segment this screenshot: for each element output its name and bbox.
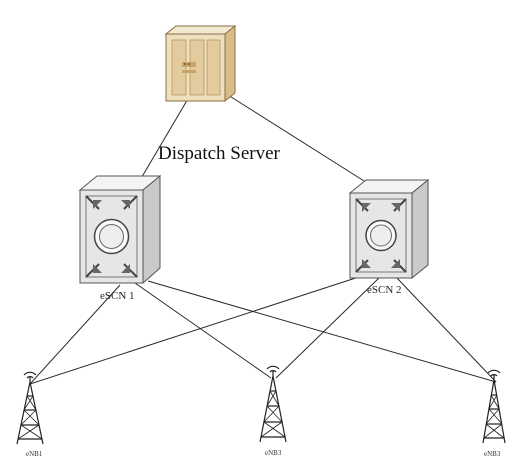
network-switch-icon (348, 178, 430, 280)
link-escn2-enb3a (275, 276, 381, 379)
link-escn1-enb1 (29, 284, 121, 385)
link-escn2-enb3b (395, 276, 497, 383)
escn-2-label: eSCN 2 (367, 284, 402, 296)
cell-tower-icon (259, 365, 287, 443)
enb-tower-2: eNB3 (259, 365, 287, 457)
cell-tower-icon (16, 371, 44, 445)
enb-tower-1-label: eNB1 (26, 450, 43, 458)
enb-tower-3-label: eNB3 (484, 450, 501, 458)
enb-tower-3: eNB3 (482, 369, 506, 458)
cell-tower-icon (482, 369, 506, 444)
link-escn2-enb1 (29, 272, 372, 385)
link-server-escn2 (227, 94, 373, 187)
dispatch-server: Dispatch Server (158, 24, 281, 164)
link-escn1-enb3b (147, 280, 497, 383)
link-server-escn1 (132, 91, 193, 193)
server-tower-icon (164, 24, 237, 103)
enb-tower-1: eNB1 (16, 371, 44, 458)
enb-tower-2-label: eNB3 (265, 449, 282, 457)
dispatch-server-label: Dispatch Server (158, 143, 281, 164)
escn-1-label: eSCN 1 (100, 290, 135, 302)
escn-1: eSCN 1 (78, 174, 162, 302)
network-switch-icon (78, 174, 162, 285)
link-escn1-enb3a (134, 282, 272, 379)
escn-2: eSCN 2 (348, 178, 430, 296)
connections (29, 91, 497, 385)
